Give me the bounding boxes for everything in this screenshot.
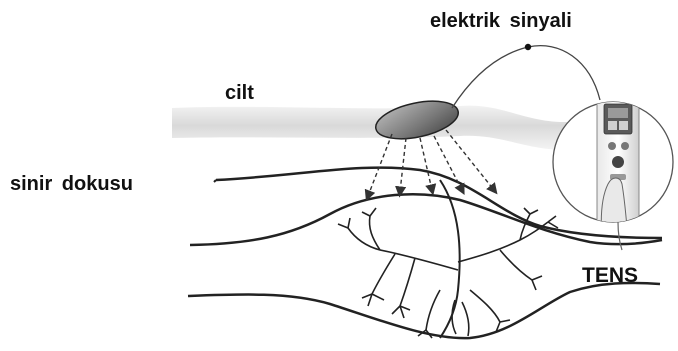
current-arrows xyxy=(368,130,494,196)
nerve-branches-left xyxy=(338,208,458,338)
label-nerve-tissue: sinir dokusu xyxy=(10,173,133,195)
label-skin: cilt xyxy=(225,82,254,104)
signal-wire xyxy=(452,46,600,108)
tens-device-knob xyxy=(612,156,624,168)
tens-device-inset xyxy=(553,94,673,250)
label-electrical-signal: elektrik sinyali xyxy=(430,10,572,32)
nerve-axon xyxy=(440,180,460,338)
signal-wire-node xyxy=(525,44,531,50)
nerve-sheath-bottom xyxy=(188,283,660,338)
tens-device-button xyxy=(608,142,616,150)
nerve-label-leader xyxy=(214,180,216,182)
tens-device-button xyxy=(621,142,629,150)
label-tens: TENS xyxy=(582,264,638,287)
